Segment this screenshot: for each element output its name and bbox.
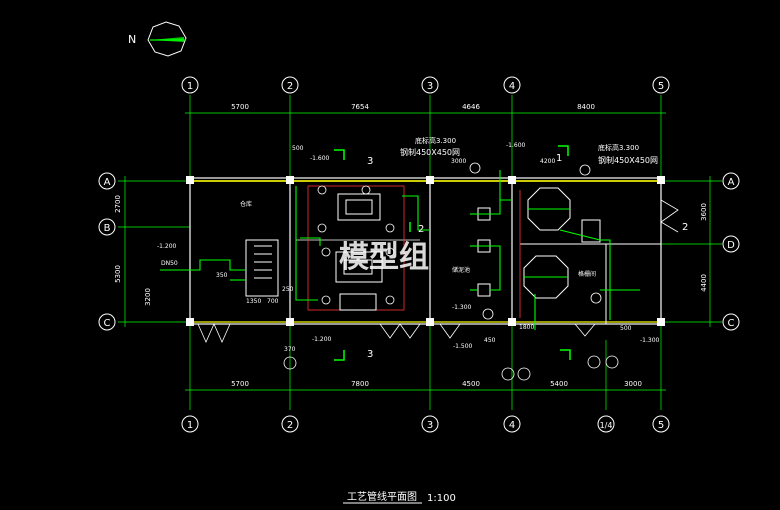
axis-label: D <box>727 240 735 251</box>
section-label: 1 <box>556 153 562 164</box>
note-dn: DN50 <box>161 260 178 267</box>
room-label: 格栅间 <box>578 270 596 278</box>
dim-text: 500 <box>620 325 632 332</box>
dim-text: 4500 <box>462 380 480 388</box>
dim-text: 4200 <box>540 158 555 165</box>
note-level: -1.300 <box>640 337 660 344</box>
axis-label: 5 <box>658 81 664 92</box>
dim-text: 5700 <box>231 103 249 111</box>
note-level: -1.600 <box>506 142 526 149</box>
dim-text: 4400 <box>700 274 708 292</box>
dim-text: 370 <box>284 346 296 353</box>
drawing-title-block: 工艺管线平面图 1:100 <box>343 490 456 504</box>
dim-text: 250 <box>282 286 294 293</box>
north-arrow: N <box>128 21 187 57</box>
axis-label: A <box>728 177 735 188</box>
section-label: 3 <box>367 349 373 360</box>
note-elev-a: 底标高3.300 <box>415 136 456 145</box>
axis-label: 1 <box>187 81 193 92</box>
building-walls <box>186 176 679 343</box>
note-level: -1.500 <box>453 343 473 350</box>
dim-text: 1350 <box>246 298 261 305</box>
section-label: 2 <box>418 224 424 235</box>
axis-label: 3 <box>427 420 433 431</box>
axis-labels-sides: A B C A D C <box>104 177 736 329</box>
axis-labels-bottom: 1 2 3 4 1/4 5 <box>187 420 664 431</box>
note-elev-b: 底标高3.300 <box>598 143 639 152</box>
axis-label: C <box>728 318 735 329</box>
dim-text: 7654 <box>351 103 369 111</box>
axis-bubbles-top <box>181 76 670 94</box>
note-duct-a: 钢制450X450网 <box>400 147 460 157</box>
axis-label: C <box>104 318 111 329</box>
axis-label: 5 <box>658 420 664 431</box>
axis-label: 2 <box>287 81 293 92</box>
section-label: 3 <box>367 156 373 167</box>
dim-text: 350 <box>216 272 228 279</box>
dim-text: 4646 <box>462 103 480 111</box>
dim-text: 5300 <box>114 265 122 283</box>
note-level: -1.600 <box>310 155 330 162</box>
room-label: 仓库 <box>240 200 252 208</box>
axis-label: 1/4 <box>600 421 613 430</box>
dim-text: 450 <box>484 337 496 344</box>
dim-text: 3200 <box>144 288 152 306</box>
dimension-texts: 5700 7654 4646 8400 5700 7800 4500 5400 … <box>114 103 708 388</box>
tank-zone <box>307 185 521 318</box>
pipe-tags <box>283 162 619 381</box>
note-level: -1.300 <box>452 304 472 311</box>
north-label: N <box>128 33 136 46</box>
octagon-tanks <box>523 187 571 299</box>
room-label: 储泥池 <box>452 266 470 274</box>
watermark-text: 模型组 <box>339 240 429 275</box>
dim-text: 7800 <box>351 380 369 388</box>
axis-label: 3 <box>427 81 433 92</box>
drawing-scale: 1:100 <box>427 493 456 504</box>
annotations: 底标高3.300 钢制450X450网 底标高3.300 钢制450X450网 … <box>157 136 660 353</box>
axis-label: 1 <box>187 420 193 431</box>
axis-bubbles-bottom <box>181 415 670 433</box>
axis-labels-top: 1 2 3 4 5 <box>187 81 664 92</box>
axis-label: A <box>104 177 111 188</box>
dim-text: 3000 <box>451 158 466 165</box>
axis-bubbles-sides <box>98 172 740 331</box>
dim-text: 5700 <box>231 380 249 388</box>
note-duct-b: 钢制450X450网 <box>598 155 658 165</box>
section-label: 2 <box>682 222 688 233</box>
axis-label: 2 <box>287 420 293 431</box>
dim-text: 3000 <box>624 380 642 388</box>
dim-text: 1800 <box>519 324 534 331</box>
drawing-title: 工艺管线平面图 <box>347 490 417 503</box>
note-level: -1.200 <box>157 243 177 250</box>
dim-text: 3600 <box>700 203 708 221</box>
section-labels: 3 3 2 2 1 <box>367 153 688 360</box>
note-level: -1.200 <box>312 336 332 343</box>
dim-text: 2700 <box>114 195 122 213</box>
dim-text: 8400 <box>577 103 595 111</box>
axis-label: 4 <box>509 81 515 92</box>
piping <box>160 170 640 330</box>
section-markers <box>334 145 571 361</box>
dim-text: 5400 <box>550 380 568 388</box>
dim-text: 500 <box>292 145 304 152</box>
axis-label: B <box>104 223 111 234</box>
axis-label: 4 <box>509 420 515 431</box>
dim-text: 700 <box>267 298 279 305</box>
